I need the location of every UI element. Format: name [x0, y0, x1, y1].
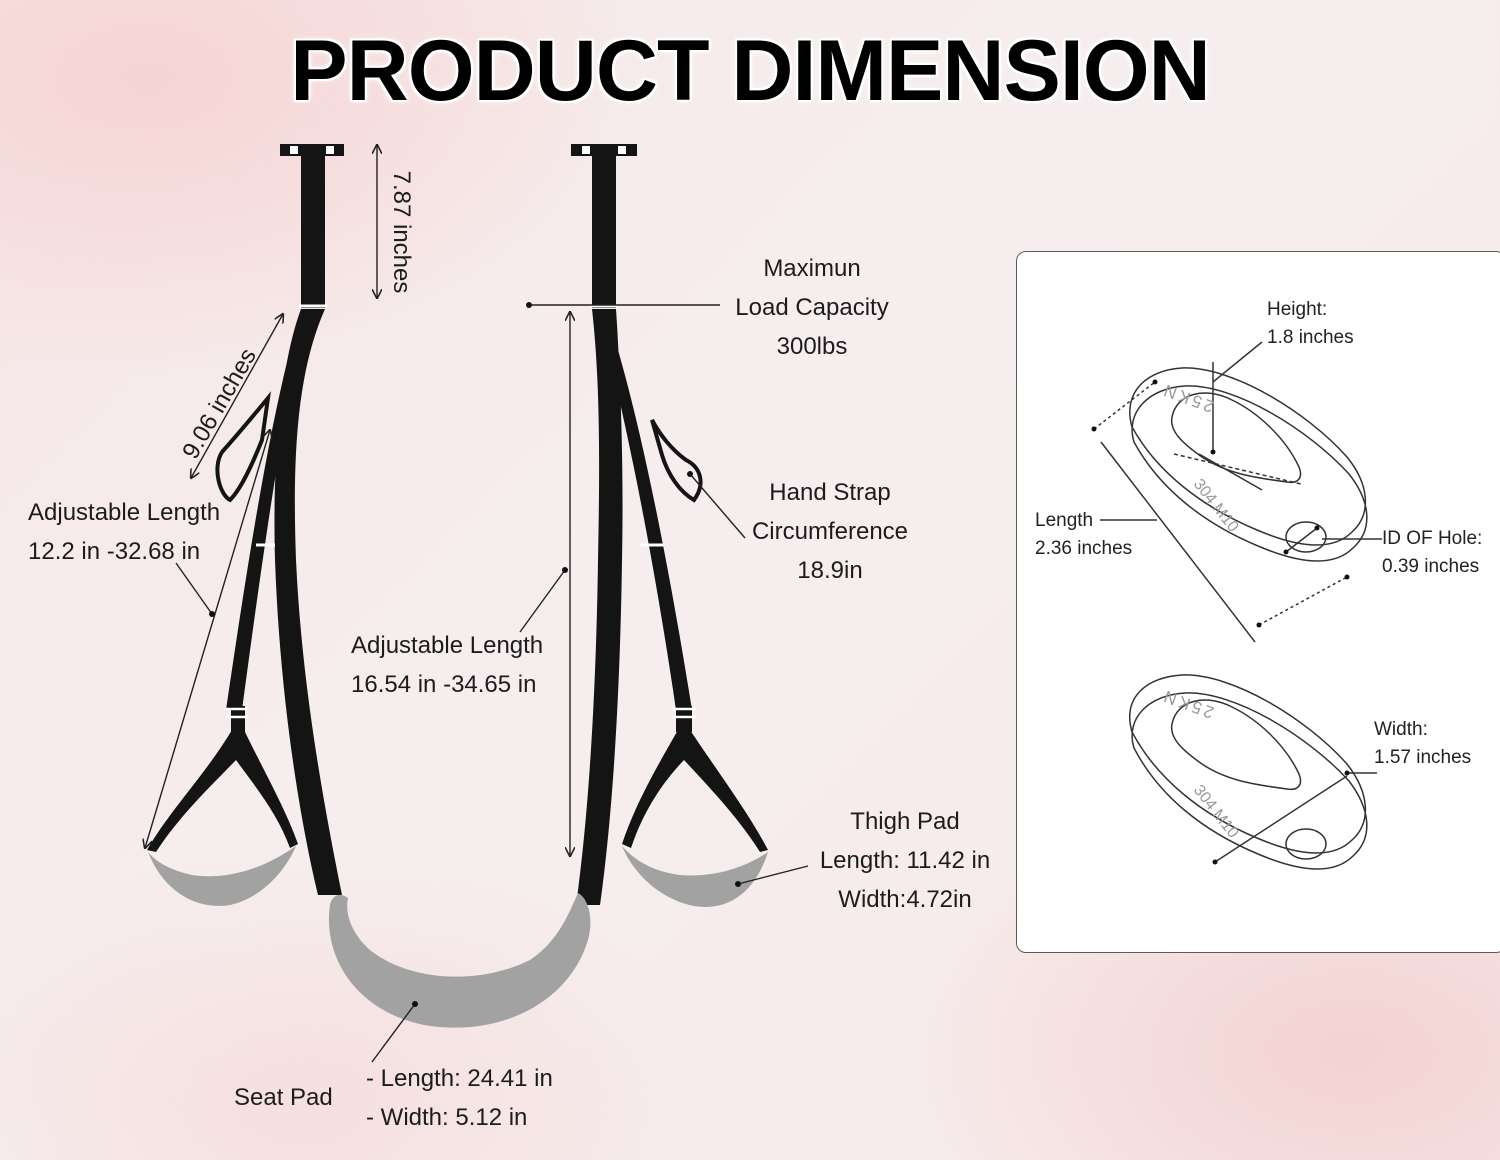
right-hand-strap-loop — [650, 419, 703, 503]
hook-top-stamp: 25KN — [1159, 380, 1217, 417]
hook-bottom-view — [1129, 674, 1377, 870]
hook-detail-panel: 25KN 304 M10 25KN 304 M10 Height: 1.8 in… — [1016, 251, 1500, 953]
hand-strap-label: Hand Strap Circumference 18.9in — [751, 479, 909, 584]
right-top-strap — [592, 150, 616, 308]
hook-top-view — [1093, 341, 1382, 643]
left-thigh-stirrup — [147, 730, 298, 852]
dimension-lines — [145, 145, 809, 1063]
seat-pad — [328, 893, 591, 1028]
left-seat-strap — [274, 309, 342, 895]
hook-length-label: Length 2.36 inches — [1035, 510, 1133, 559]
right-seat-strap — [576, 309, 623, 905]
left-adjustable-length-label: Adjustable Length 12.2 in -32.68 in — [28, 499, 221, 565]
page-title: PRODUCT DIMENSION — [290, 23, 1210, 119]
right-thigh-stirrup — [622, 730, 768, 852]
max-load-label: Maximun Load Capacity 300lbs — [735, 255, 889, 360]
hook-bottom-stamp: 25KN — [1159, 686, 1217, 723]
hook-top-mid-stamp: 304 M10 — [1190, 476, 1242, 536]
thigh-pad-label: Thigh Pad Length: 11.42 in Width:4.72in — [819, 808, 991, 913]
top-strap-length-label: 7.87 inches — [388, 170, 415, 294]
hook-width-label: Width: 1.57 inches — [1374, 719, 1472, 768]
right-thigh-strap — [604, 330, 692, 710]
hook-height-label: Height: 1.8 inches — [1267, 299, 1354, 348]
right-thigh-pad — [622, 846, 768, 907]
left-thigh-pad — [148, 846, 296, 906]
hook-hole-label: ID OF Hole: 0.39 inches — [1382, 528, 1483, 577]
center-adjustable-length-label: Adjustable Length 16.54 in -34.65 in — [351, 632, 544, 698]
seat-pad-name-label: Seat Pad — [234, 1084, 333, 1111]
hook-drawings: 25KN 304 M10 25KN 304 M10 — [1091, 341, 1382, 870]
seat-pad-dims-label: - Length: 24.41 in - Width: 5.12 in — [366, 1065, 553, 1131]
left-top-strap — [301, 150, 325, 308]
